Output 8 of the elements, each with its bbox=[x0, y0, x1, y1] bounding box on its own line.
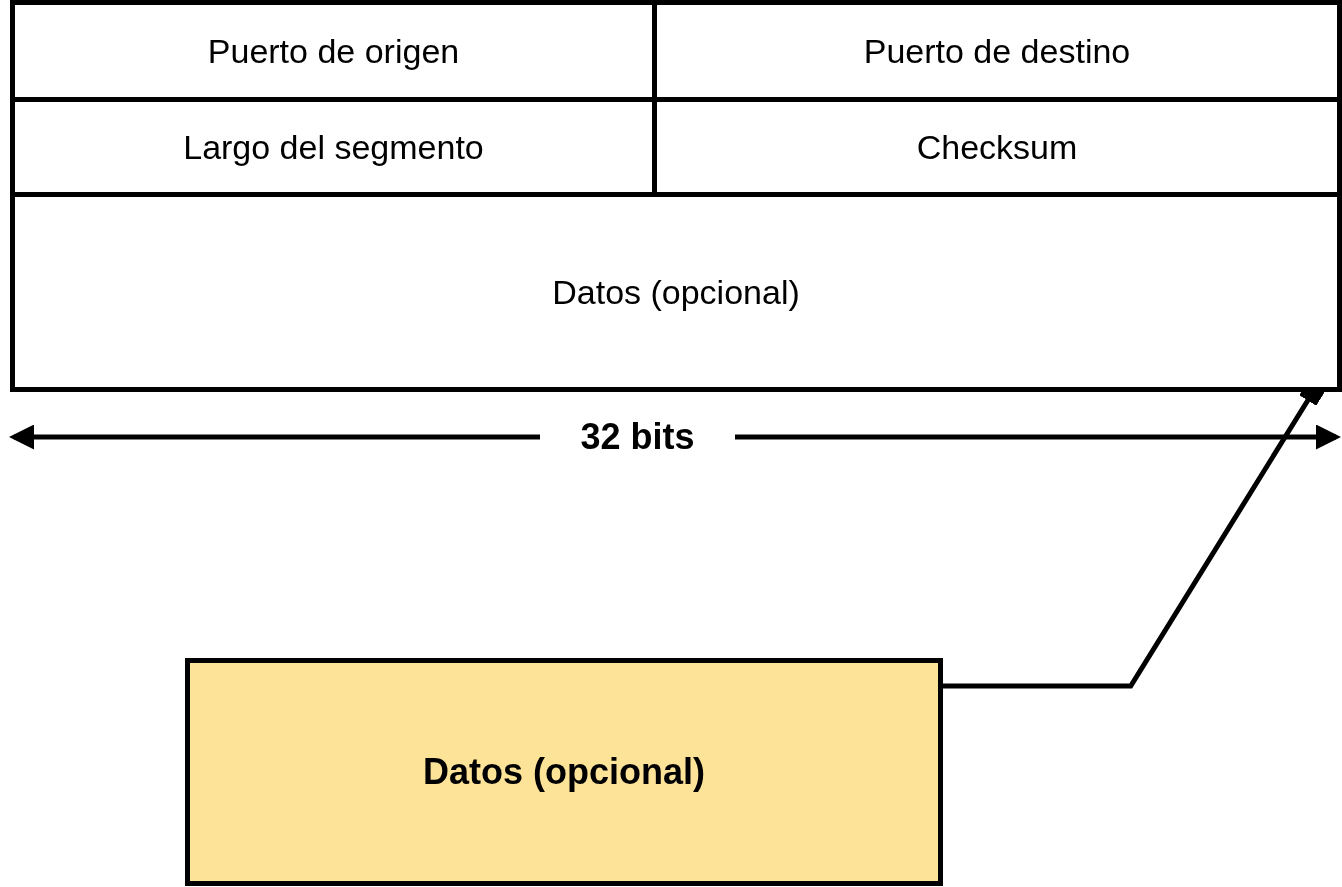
data-callout-box bbox=[185, 658, 943, 886]
dimension-label: 32 bits bbox=[579, 415, 696, 459]
field-label: Checksum bbox=[916, 127, 1078, 167]
field-label: Datos (opcional) bbox=[552, 272, 800, 312]
field-label: Largo del segmento bbox=[183, 127, 484, 167]
field-label: Puerto de destino bbox=[863, 31, 1131, 71]
field-label: Datos (opcional) bbox=[423, 751, 705, 793]
field-label: Puerto de origen bbox=[207, 31, 460, 71]
